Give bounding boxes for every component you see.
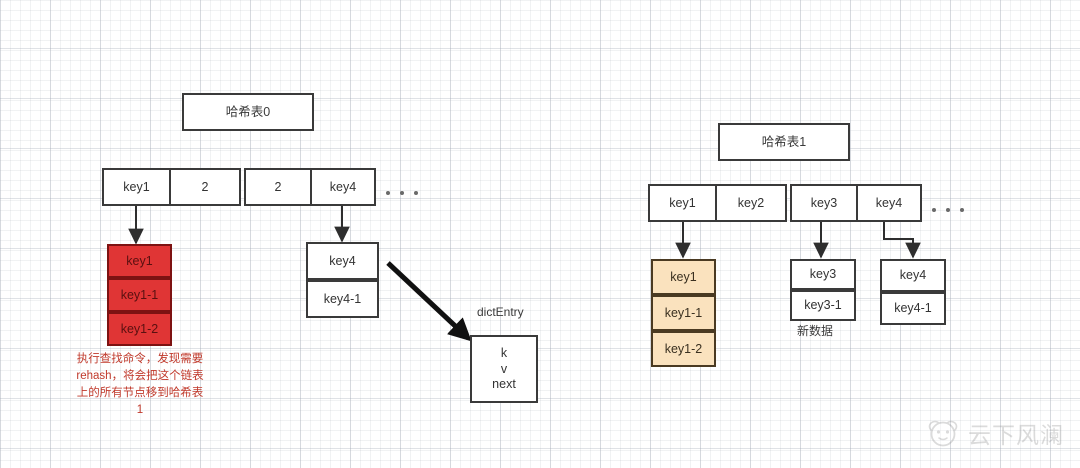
ht1-chain-key3-node-1[interactable]: key3-1 — [790, 290, 856, 321]
ht1-ellipsis — [932, 208, 964, 212]
ht0-bucket-cell-3-label: key4 — [329, 179, 357, 194]
ht0-bucket-cell-1[interactable]: 2 — [169, 168, 241, 206]
ht1-chain-key1-node-0-label: key1 — [670, 269, 697, 284]
ht0-chain-key1-node-2-label: key1-2 — [120, 321, 159, 336]
ht0-chain-key1-node-0[interactable]: key1 — [107, 244, 172, 278]
ellipsis-dot — [400, 191, 404, 195]
dictentry-field-v: v — [500, 361, 508, 376]
rehash-annotation: 执行查找命令，发现需要rehash，将会把这个链表上的所有节点移到哈希表1 — [76, 353, 204, 416]
dictentry-field-k: k — [500, 346, 508, 361]
ellipsis-dot — [946, 208, 950, 212]
ht1-chain-key4-node-1-label: key4-1 — [894, 301, 932, 316]
ht1-chain-key4-node-0[interactable]: key4 — [880, 259, 946, 292]
ht0-chain-key1-node-0-label: key1 — [126, 253, 153, 268]
ht0-chain-key1-node-1[interactable]: key1-1 — [107, 278, 172, 312]
ellipsis-dot — [932, 208, 936, 212]
ht1-bucket-cell-2-label: key3 — [810, 195, 838, 210]
ht1-bucket-cell-1-label: key2 — [737, 195, 765, 210]
ht1-bucket-cell-3[interactable]: key4 — [856, 184, 922, 222]
ht0-chain-key4-node-1-label: key4-1 — [323, 291, 362, 306]
ht1-chain-key3-node-1-label: key3-1 — [804, 298, 842, 313]
ht1-chain-key1-node-0[interactable]: key1 — [651, 259, 716, 295]
ht0-bucket-cell-0-label: key1 — [123, 179, 150, 194]
watermark: 云下风澜 — [926, 416, 1064, 450]
ellipsis-dot — [414, 191, 418, 195]
ht1-chain-key1-node-1[interactable]: key1-1 — [651, 295, 716, 331]
ht0-bucket-cell-2-label: 2 — [274, 179, 282, 194]
ht1-chain-key4-node-0-label: key4 — [899, 268, 927, 283]
dictentry-field-next: next — [492, 377, 516, 392]
dictentry-label: dictEntry — [477, 305, 524, 319]
ht0-bucket-cell-0[interactable]: key1 — [102, 168, 171, 206]
ht1-bucket-cell-2[interactable]: key3 — [790, 184, 858, 222]
hash-table-0-title: 哈希表0 — [182, 93, 314, 131]
hash-table-1-title-text: 哈希表1 — [761, 134, 807, 149]
ht1-chain-key1-node-2[interactable]: key1-2 — [651, 331, 716, 367]
ht1-chain-key3-node-0-label: key3 — [809, 267, 837, 282]
ht0-chain-key1-node-1-label: key1-1 — [120, 287, 159, 302]
ht1-bucket-cell-3-label: key4 — [875, 195, 903, 210]
ht1-chain-key1-node-1-label: key1-1 — [664, 305, 703, 320]
ht0-chain-key4-node-0-label: key4 — [329, 253, 356, 268]
dictentry-box[interactable]: k v next — [470, 335, 538, 403]
ht1-chain-key3-caption: 新数据 — [797, 324, 834, 338]
panda-face-icon — [928, 420, 958, 447]
ht1-bucket-cell-0-label: key1 — [669, 195, 696, 210]
ellipsis-dot — [960, 208, 964, 212]
ellipsis-dot — [386, 191, 390, 195]
hash-table-1-title: 哈希表1 — [718, 123, 850, 161]
ht0-chain-key4-node-1[interactable]: key4-1 — [306, 280, 379, 318]
ht1-bucket-cell-1[interactable]: key2 — [715, 184, 787, 222]
ht1-chain-key3-node-0[interactable]: key3 — [790, 259, 856, 290]
arrow-key4-to-dictentry — [386, 261, 472, 342]
ht0-ellipsis — [386, 191, 418, 195]
ht1-chain-key1-node-2-label: key1-2 — [664, 341, 703, 356]
ht0-bucket-cell-3[interactable]: key4 — [310, 168, 376, 206]
ht0-chain-key4-node-0[interactable]: key4 — [306, 242, 379, 280]
ht1-chain-key4-node-1[interactable]: key4-1 — [880, 292, 946, 325]
ht1-bucket-cell-0[interactable]: key1 — [648, 184, 717, 222]
ht0-bucket-cell-2[interactable]: 2 — [244, 168, 312, 206]
ht0-chain-key1-node-2[interactable]: key1-2 — [107, 312, 172, 346]
ht0-bucket-cell-1-label: 2 — [201, 179, 209, 194]
watermark-text: 云下风澜 — [968, 423, 1064, 449]
hash-table-0-title-text: 哈希表0 — [225, 104, 271, 119]
arrow-ht1-key4-to-chain — [883, 221, 921, 259]
